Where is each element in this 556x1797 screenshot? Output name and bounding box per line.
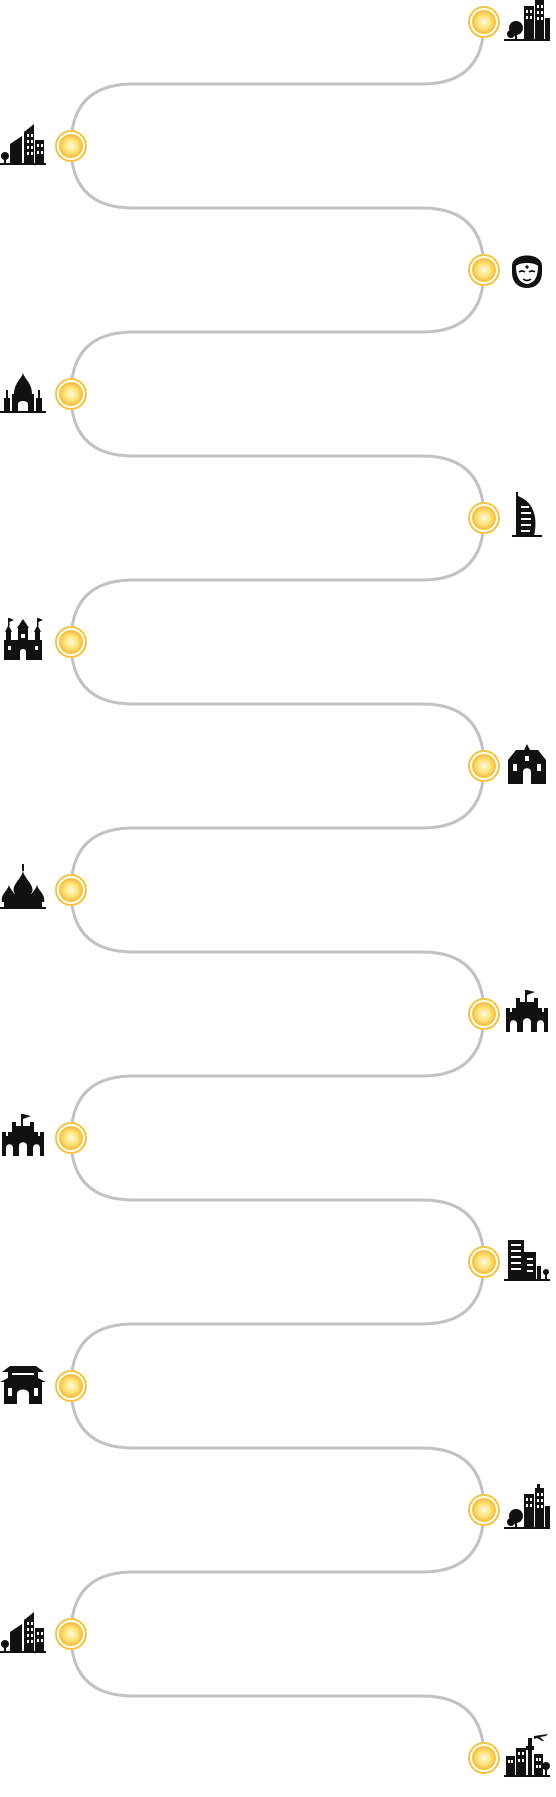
city-skyline-trees-icon [504, 1484, 550, 1529]
office-buildings-icon [504, 1240, 550, 1281]
journey-stop[interactable] [0, 1366, 87, 1404]
journey-stop[interactable] [0, 372, 87, 413]
city-skyline-plane-icon [504, 1734, 550, 1777]
bindi-face-icon [511, 254, 543, 289]
stop-node[interactable] [59, 134, 83, 158]
journey-stop[interactable] [468, 744, 546, 784]
city-towers-icon [0, 1612, 46, 1653]
stop-node[interactable] [59, 1374, 83, 1398]
pagoda-gate-icon [0, 1366, 46, 1404]
stop-node[interactable] [59, 382, 83, 406]
journey-stop[interactable] [468, 1734, 550, 1777]
journey-stop[interactable] [468, 0, 550, 41]
journey-stop[interactable] [0, 864, 87, 909]
journey-stop[interactable] [4, 618, 87, 660]
flag-palace-icon [506, 990, 548, 1032]
journey-stop[interactable] [468, 1240, 550, 1281]
journey-stop[interactable] [0, 1612, 87, 1653]
journey-stop[interactable] [468, 254, 543, 289]
stop-node[interactable] [472, 1002, 496, 1026]
journey-stop[interactable] [468, 492, 542, 537]
stop-node[interactable] [59, 630, 83, 654]
stop-node[interactable] [472, 1250, 496, 1274]
church-facade-icon [508, 744, 546, 784]
stop-node[interactable] [472, 258, 496, 282]
journey-stop[interactable] [0, 124, 87, 165]
stop-node[interactable] [472, 506, 496, 530]
onion-dome-cathedral-icon [0, 864, 46, 909]
journey-stop[interactable] [468, 990, 548, 1032]
stop-node[interactable] [59, 1622, 83, 1646]
stop-node[interactable] [472, 1746, 496, 1770]
flag-palace-icon [2, 1114, 44, 1156]
domed-palace-icon [0, 372, 46, 413]
stop-node[interactable] [472, 1498, 496, 1522]
journey-route-path [69, 20, 486, 1760]
journey-stops [0, 0, 550, 1777]
city-skyline-trees-icon [504, 0, 550, 41]
journey-stop[interactable] [468, 1484, 550, 1529]
journey-stop[interactable] [2, 1114, 87, 1156]
stop-node[interactable] [472, 754, 496, 778]
sail-tower-icon [512, 492, 542, 537]
stop-node[interactable] [59, 1126, 83, 1150]
stop-node[interactable] [59, 878, 83, 902]
city-towers-icon [0, 124, 46, 165]
stop-node[interactable] [472, 10, 496, 34]
fairytale-castle-icon [4, 618, 43, 660]
